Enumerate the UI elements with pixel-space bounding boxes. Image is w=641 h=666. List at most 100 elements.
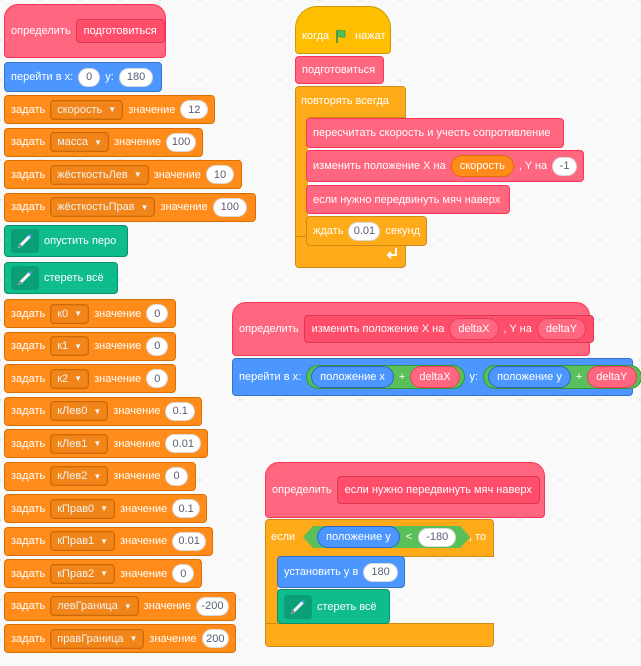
add-operator-x[interactable]: положение x + deltaX [306, 365, 465, 389]
variable-dropdown[interactable]: скорость▼ [50, 99, 124, 120]
define-prototype[interactable]: изменить положение X на deltaX , Y на de… [303, 315, 595, 343]
set-y-input[interactable]: 180 [363, 562, 398, 582]
move-up-label: если нужно передвинуть мяч наверх [313, 193, 501, 206]
value-input[interactable]: 0.1 [165, 401, 195, 421]
speed-variable-reporter[interactable]: скорость [450, 155, 514, 177]
erase-all-label: стереть всё [317, 600, 377, 613]
move-ball-up-block[interactable]: если нужно передвинуть мяч наверх [306, 185, 510, 214]
variable-name: к0 [57, 307, 69, 320]
value-input[interactable]: 100 [212, 197, 248, 217]
variable-name: масса [57, 136, 89, 148]
variable-dropdown[interactable]: кЛев2▼ [50, 466, 109, 486]
when-flag-clicked-block[interactable]: когда нажат [295, 6, 391, 54]
threshold-input[interactable]: -180 [418, 528, 456, 547]
less-than-operator[interactable]: положение y < -180 [303, 526, 470, 548]
y-position-reporter[interactable]: положение y [488, 366, 571, 388]
variable-dropdown[interactable]: масса ▼ [50, 132, 109, 152]
value-input[interactable]: 0.01 [172, 531, 206, 551]
wait-block[interactable]: ждать 0.01 секунд [306, 216, 427, 246]
value-label: значение [128, 103, 176, 116]
variable-dropdown[interactable]: кЛев1▼ [50, 433, 109, 454]
recalc-speed-block[interactable]: пересчитать скорость и учесть сопротивле… [306, 118, 564, 148]
if-block[interactable]: если положение y < -180 , то [265, 519, 494, 647]
deltax-argument[interactable]: deltaX [410, 366, 460, 388]
variable-dropdown[interactable]: кПрав0▼ [50, 498, 116, 519]
change-pos-label-a: изменить положение X на [313, 160, 446, 172]
value-input[interactable]: 100 [166, 132, 196, 152]
value-input[interactable]: -200 [195, 596, 229, 616]
chevron-down-icon: ▼ [74, 374, 83, 383]
value-input[interactable]: 0.01 [165, 434, 201, 453]
value-input[interactable]: 0.1 [172, 499, 200, 518]
value-input[interactable]: 0 [172, 564, 195, 583]
pen-down-block[interactable]: опустить перо [4, 225, 128, 257]
lt-label: < [405, 531, 413, 543]
variable-name: к1 [57, 340, 69, 352]
set-label: задать [11, 600, 46, 612]
value-label: значение [113, 405, 161, 417]
variable-dropdown[interactable]: жёсткостьПрав▼ [50, 197, 156, 217]
variable-dropdown[interactable]: к2▼ [50, 368, 90, 389]
chevron-down-icon: ▼ [74, 309, 83, 318]
erase-all-block[interactable]: стереть всё [277, 589, 390, 624]
value-input[interactable]: 0 [146, 369, 169, 388]
variable-name: кЛев2 [57, 470, 88, 482]
goto-xy-block[interactable]: перейти в x: положение x + deltaX y: пол… [232, 358, 641, 396]
wait-input[interactable]: 0.01 [348, 221, 381, 241]
value-input[interactable]: 12 [180, 100, 208, 119]
variable-dropdown[interactable]: правГраница▼ [50, 628, 145, 649]
define-prototype[interactable]: подготовиться [75, 19, 165, 43]
variable-dropdown[interactable]: к1▼ [50, 336, 90, 356]
change-position-block[interactable]: изменить положение X на скорость , Y на … [306, 150, 584, 182]
chevron-down-icon: ▼ [94, 137, 102, 147]
deltay-argument[interactable]: deltaY [536, 318, 587, 340]
add-operator-y[interactable]: положение y + deltaY [483, 365, 641, 389]
define-block-change-position[interactable]: определить изменить положение X на delta… [232, 302, 595, 356]
deltax-argument[interactable]: deltaX [449, 318, 499, 340]
set-variable-block[interactable]: задать скорость▼ значение 12 [4, 95, 215, 124]
goto-y-input[interactable]: 180 [118, 67, 154, 87]
value-input[interactable]: 0 [146, 304, 169, 323]
x-position-reporter[interactable]: положение x [311, 366, 394, 388]
set-label: задать [11, 535, 46, 547]
call-prepare-block[interactable]: подготовиться [295, 56, 384, 84]
chevron-down-icon: ▼ [93, 406, 102, 416]
change-pos-y-input[interactable]: -1 [552, 156, 577, 176]
variable-dropdown[interactable]: жёсткостьЛев▼ [50, 164, 149, 185]
variable-dropdown[interactable]: к0 ▼ [50, 303, 90, 324]
goto-x-input[interactable]: 0 [78, 67, 101, 87]
y-position-reporter[interactable]: положение y [317, 526, 400, 548]
value-input[interactable]: 10 [205, 165, 235, 184]
value-input[interactable]: 200 [201, 629, 229, 648]
set-y-block[interactable]: установить y в 180 [277, 556, 405, 588]
value-input[interactable]: 0 [165, 466, 188, 486]
define-block-prepare[interactable]: определить подготовиться [4, 4, 166, 58]
plus-label: + [398, 371, 406, 383]
define-prototype[interactable]: если нужно передвинуть мяч наверх [336, 476, 540, 504]
variable-dropdown[interactable]: кЛев0▼ [50, 401, 109, 421]
set-y-label: установить y в [284, 566, 359, 578]
set-label: задать [11, 103, 46, 116]
variable-dropdown[interactable]: кПрав1▼ [50, 531, 116, 551]
erase-all-block[interactable]: стереть всё [4, 262, 118, 294]
deltay-argument[interactable]: deltaY [587, 366, 637, 388]
define-block-move-up[interactable]: определить если нужно передвинуть мяч на… [265, 462, 545, 518]
variable-dropdown[interactable]: левГраница▼ [50, 596, 139, 616]
variable-dropdown[interactable]: кПрав2▼ [50, 563, 116, 584]
value-input[interactable]: 0 [146, 336, 169, 356]
goto-xy-block[interactable]: перейти в x: 0 y: 180 [4, 62, 162, 92]
